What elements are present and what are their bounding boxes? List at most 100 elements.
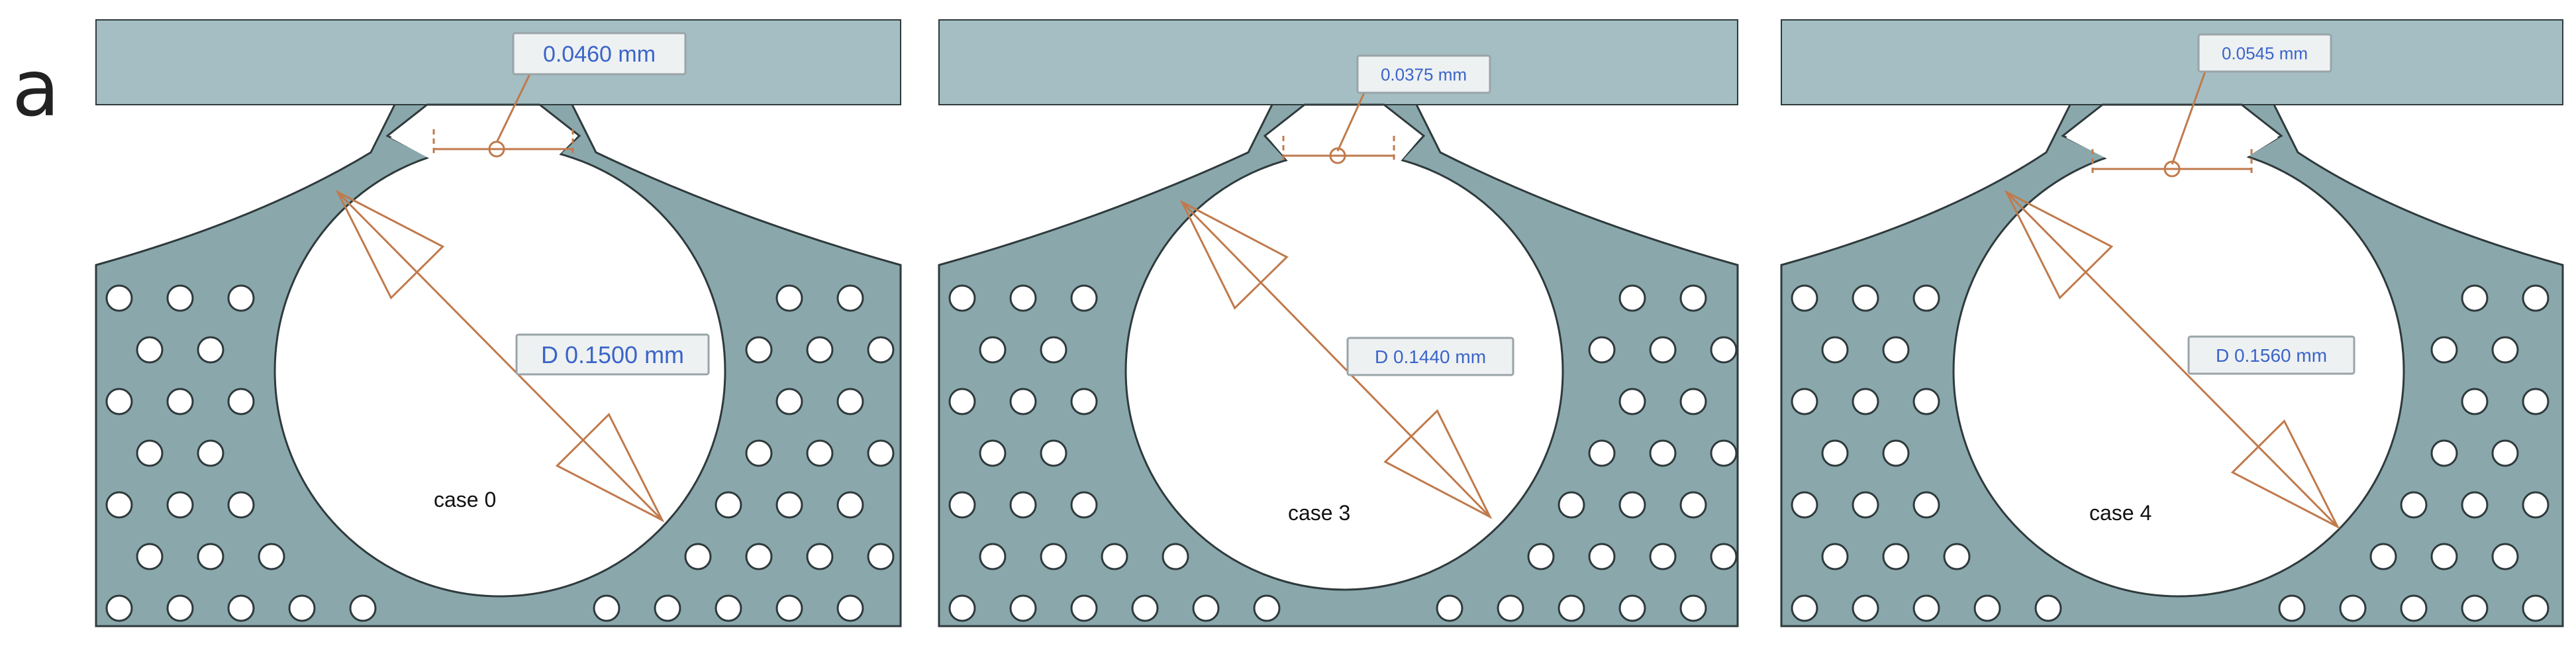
diameter-label: D 0.1440 mm bbox=[1375, 347, 1486, 367]
substrate-hole bbox=[1943, 543, 1971, 570]
top-plate bbox=[938, 19, 1738, 105]
substrate-hole bbox=[684, 543, 712, 570]
substrate-hole bbox=[2491, 439, 2519, 467]
substrate-hole bbox=[1527, 543, 1555, 570]
substrate-hole bbox=[1852, 284, 1879, 312]
substrate-hole bbox=[1649, 336, 1677, 364]
substrate-hole bbox=[136, 543, 164, 570]
substrate-hole bbox=[979, 439, 1007, 467]
substrate-hole bbox=[745, 336, 773, 364]
substrate-hole bbox=[1791, 284, 1818, 312]
substrate-hole bbox=[227, 491, 255, 519]
substrate-hole bbox=[1588, 336, 1616, 364]
substrate-hole bbox=[2430, 543, 2458, 570]
substrate-hole bbox=[105, 594, 133, 622]
substrate-hole bbox=[1710, 543, 1738, 570]
diameter-label: D 0.1500 mm bbox=[541, 341, 684, 368]
substrate-hole bbox=[1618, 594, 1646, 622]
diameter-arrowhead-start bbox=[2004, 189, 2114, 300]
gap-label-box bbox=[1356, 54, 1491, 94]
substrate-hole bbox=[806, 543, 834, 570]
substrate-hole bbox=[1882, 439, 1910, 467]
substrate-hole bbox=[1070, 284, 1098, 312]
substrate-hole bbox=[836, 594, 864, 622]
substrate-hole bbox=[1710, 439, 1738, 467]
substrate-hole bbox=[948, 388, 976, 415]
substrate-hole bbox=[715, 491, 742, 519]
substrate-hole bbox=[1009, 594, 1037, 622]
substrate-hole bbox=[1649, 439, 1677, 467]
substrate-hole bbox=[979, 336, 1007, 364]
substrate-hole bbox=[1040, 439, 1067, 467]
substrate-hole bbox=[1588, 439, 1616, 467]
substrate-hole bbox=[105, 388, 133, 415]
substrate-hole bbox=[1558, 491, 1585, 519]
diameter-arrow-line bbox=[336, 191, 664, 521]
substrate-hole bbox=[867, 336, 895, 364]
diameter-arrowhead-start bbox=[1179, 199, 1289, 310]
substrate-hole bbox=[2491, 336, 2519, 364]
substrate-hole bbox=[715, 594, 742, 622]
substrate-hole bbox=[1070, 491, 1098, 519]
top-plate bbox=[1781, 19, 2563, 105]
substrate-hole bbox=[1558, 594, 1585, 622]
substrate-hole bbox=[775, 284, 803, 312]
gap-leader-line bbox=[495, 74, 531, 143]
gap-label: 0.0460 mm bbox=[543, 42, 656, 67]
substrate-hole bbox=[948, 594, 976, 622]
substrate-hole bbox=[1852, 388, 1879, 415]
substrate-hole bbox=[836, 388, 864, 415]
substrate-hole bbox=[867, 543, 895, 570]
substrate-hole bbox=[1009, 284, 1037, 312]
substrate-hole bbox=[1912, 388, 1940, 415]
substrate-hole bbox=[1649, 543, 1677, 570]
substrate-hole bbox=[2522, 491, 2550, 519]
hole-array bbox=[105, 284, 895, 622]
substrate-hole bbox=[654, 594, 681, 622]
substrate-hole bbox=[1040, 336, 1067, 364]
substrate-hole bbox=[2461, 284, 2489, 312]
substrate-hole bbox=[1070, 388, 1098, 415]
substrate-hole bbox=[806, 439, 834, 467]
diameter-label-box bbox=[515, 333, 710, 376]
substrate-hole bbox=[1821, 543, 1849, 570]
gap-leader-line bbox=[1336, 92, 1365, 152]
substrate-hole bbox=[2522, 594, 2550, 622]
substrate-hole bbox=[2430, 439, 2458, 467]
substrate-hole bbox=[948, 284, 976, 312]
substrate-hole bbox=[197, 336, 224, 364]
substrate-hole bbox=[166, 388, 194, 415]
substrate-hole bbox=[1882, 543, 1910, 570]
substrate-hole bbox=[1070, 594, 1098, 622]
pore-neck-fill bbox=[391, 106, 576, 176]
substrate-hole bbox=[1101, 543, 1128, 570]
diameter-label-box bbox=[2187, 335, 2355, 375]
gap-label: 0.0375 mm bbox=[1381, 64, 1467, 84]
substrate-hole bbox=[1791, 594, 1818, 622]
substrate-hole bbox=[2461, 594, 2489, 622]
substrate-hole bbox=[1679, 594, 1707, 622]
substrate-hole bbox=[745, 439, 773, 467]
substrate-hole bbox=[105, 284, 133, 312]
substrate-hole bbox=[979, 543, 1007, 570]
substrate-hole bbox=[349, 594, 377, 622]
substrate-hole bbox=[1912, 491, 1940, 519]
substrate-hole bbox=[2369, 543, 2397, 570]
diameter-label-box bbox=[1346, 337, 1514, 376]
substrate-hole bbox=[1791, 491, 1818, 519]
diameter-label: D 0.1560 mm bbox=[2216, 345, 2327, 366]
gap-label-box bbox=[512, 32, 687, 76]
substrate-hole bbox=[136, 336, 164, 364]
substrate-hole bbox=[227, 284, 255, 312]
substrate-hole bbox=[836, 491, 864, 519]
substrate-hole bbox=[1588, 543, 1616, 570]
substrate-hole bbox=[1436, 594, 1463, 622]
substrate-hole bbox=[1618, 284, 1646, 312]
substrate-hole bbox=[258, 543, 285, 570]
diameter-arrowhead-start bbox=[335, 189, 445, 300]
substrate-hole bbox=[1253, 594, 1281, 622]
substrate-hole bbox=[197, 439, 224, 467]
substrate-hole bbox=[1791, 388, 1818, 415]
